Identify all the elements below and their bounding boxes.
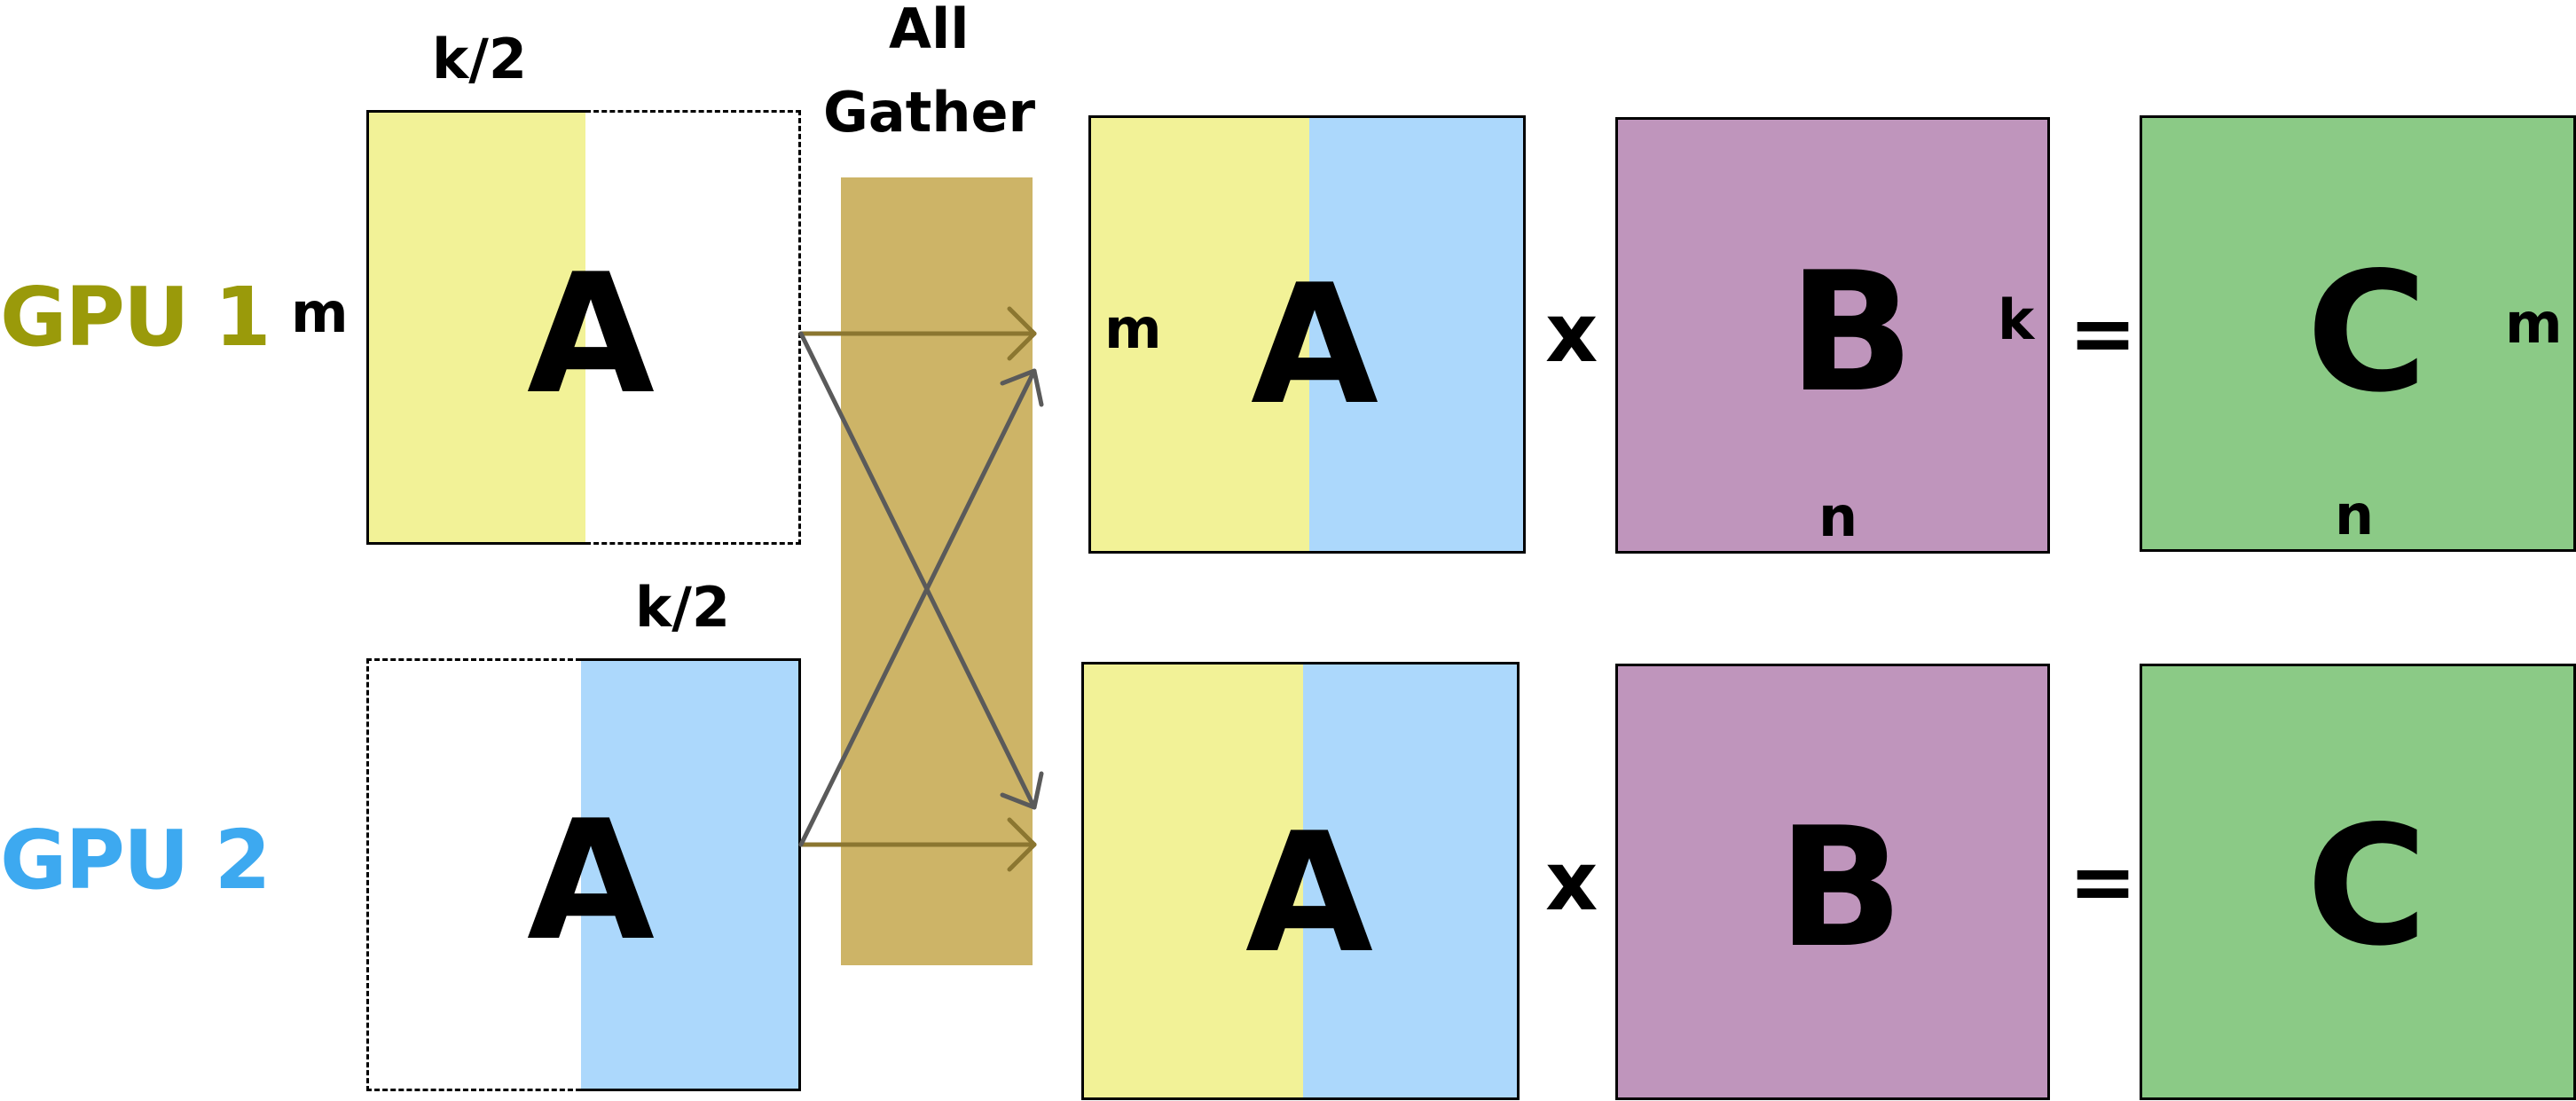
gpu1-shard-empty <box>585 110 801 545</box>
gpu1-b-height-label: k <box>1998 287 2035 352</box>
gpu1-c-height-label: m <box>2505 291 2563 356</box>
gpu1-full-a-height-label: m <box>1104 296 1162 361</box>
gpu2-shard-empty <box>366 658 581 1091</box>
arrow-gpu2-to-gpu1 <box>798 368 1037 847</box>
all-gather-label-line1: All <box>889 0 970 61</box>
gpu1-shard-matrix-a: A <box>527 238 655 430</box>
gpu1-full-matrix-a: A <box>1251 248 1378 441</box>
gpu1-b-width-label: n <box>1818 484 1858 549</box>
gpu2-equals-operator: = <box>2069 834 2138 929</box>
arrow-gpu1-to-gpu2-head <box>1000 771 1044 810</box>
gpu2-shard-matrix-a: A <box>527 784 655 977</box>
gpu1-matrix-c-box <box>2140 115 2576 552</box>
gpu2-matrix-c: C <box>2306 790 2428 982</box>
gpu2-matrix-b: B <box>1778 791 1904 984</box>
gpu2-shard-blue <box>581 658 801 1091</box>
all-gather-label-line2: Gather <box>823 80 1036 145</box>
gpu1-c-width-label: n <box>2335 483 2375 547</box>
gpu1-label: GPU 1 <box>0 270 271 365</box>
arrow-gpu1-to-gpu1-head <box>1007 306 1037 361</box>
arrow-gpu1-to-gpu2 <box>798 331 1037 810</box>
gpu2-times-operator: x <box>1545 834 1598 929</box>
gpu2-matrix-b-box <box>1615 664 2050 1100</box>
gpu2-shard-width-label: k/2 <box>635 575 731 640</box>
gpu2-full-matrix-a: A <box>1245 797 1373 989</box>
gpu1-times-operator: x <box>1545 286 1598 381</box>
gpu1-shard-yellow <box>366 110 585 545</box>
gpu1-shard-height-label: m <box>291 280 349 345</box>
gpu1-matrix-b-box <box>1615 117 2050 554</box>
gpu1-full-a-blue <box>1309 115 1526 554</box>
gpu1-matrix-c: C <box>2306 236 2428 429</box>
gpu1-matrix-b: B <box>1788 236 1914 429</box>
gpu1-shard-width-label: k/2 <box>432 27 528 91</box>
gpu1-full-a-yellow <box>1088 115 1309 554</box>
arrow-gpu2-to-gpu1-head <box>1000 368 1044 407</box>
arrow-gpu2-to-gpu2-head <box>1007 817 1037 872</box>
gpu2-label: GPU 2 <box>0 813 271 908</box>
gpu2-full-a-yellow <box>1081 662 1303 1100</box>
gpu1-equals-operator: = <box>2069 286 2138 381</box>
gpu2-full-a-blue <box>1303 662 1520 1100</box>
gpu2-matrix-c-box <box>2140 664 2576 1100</box>
